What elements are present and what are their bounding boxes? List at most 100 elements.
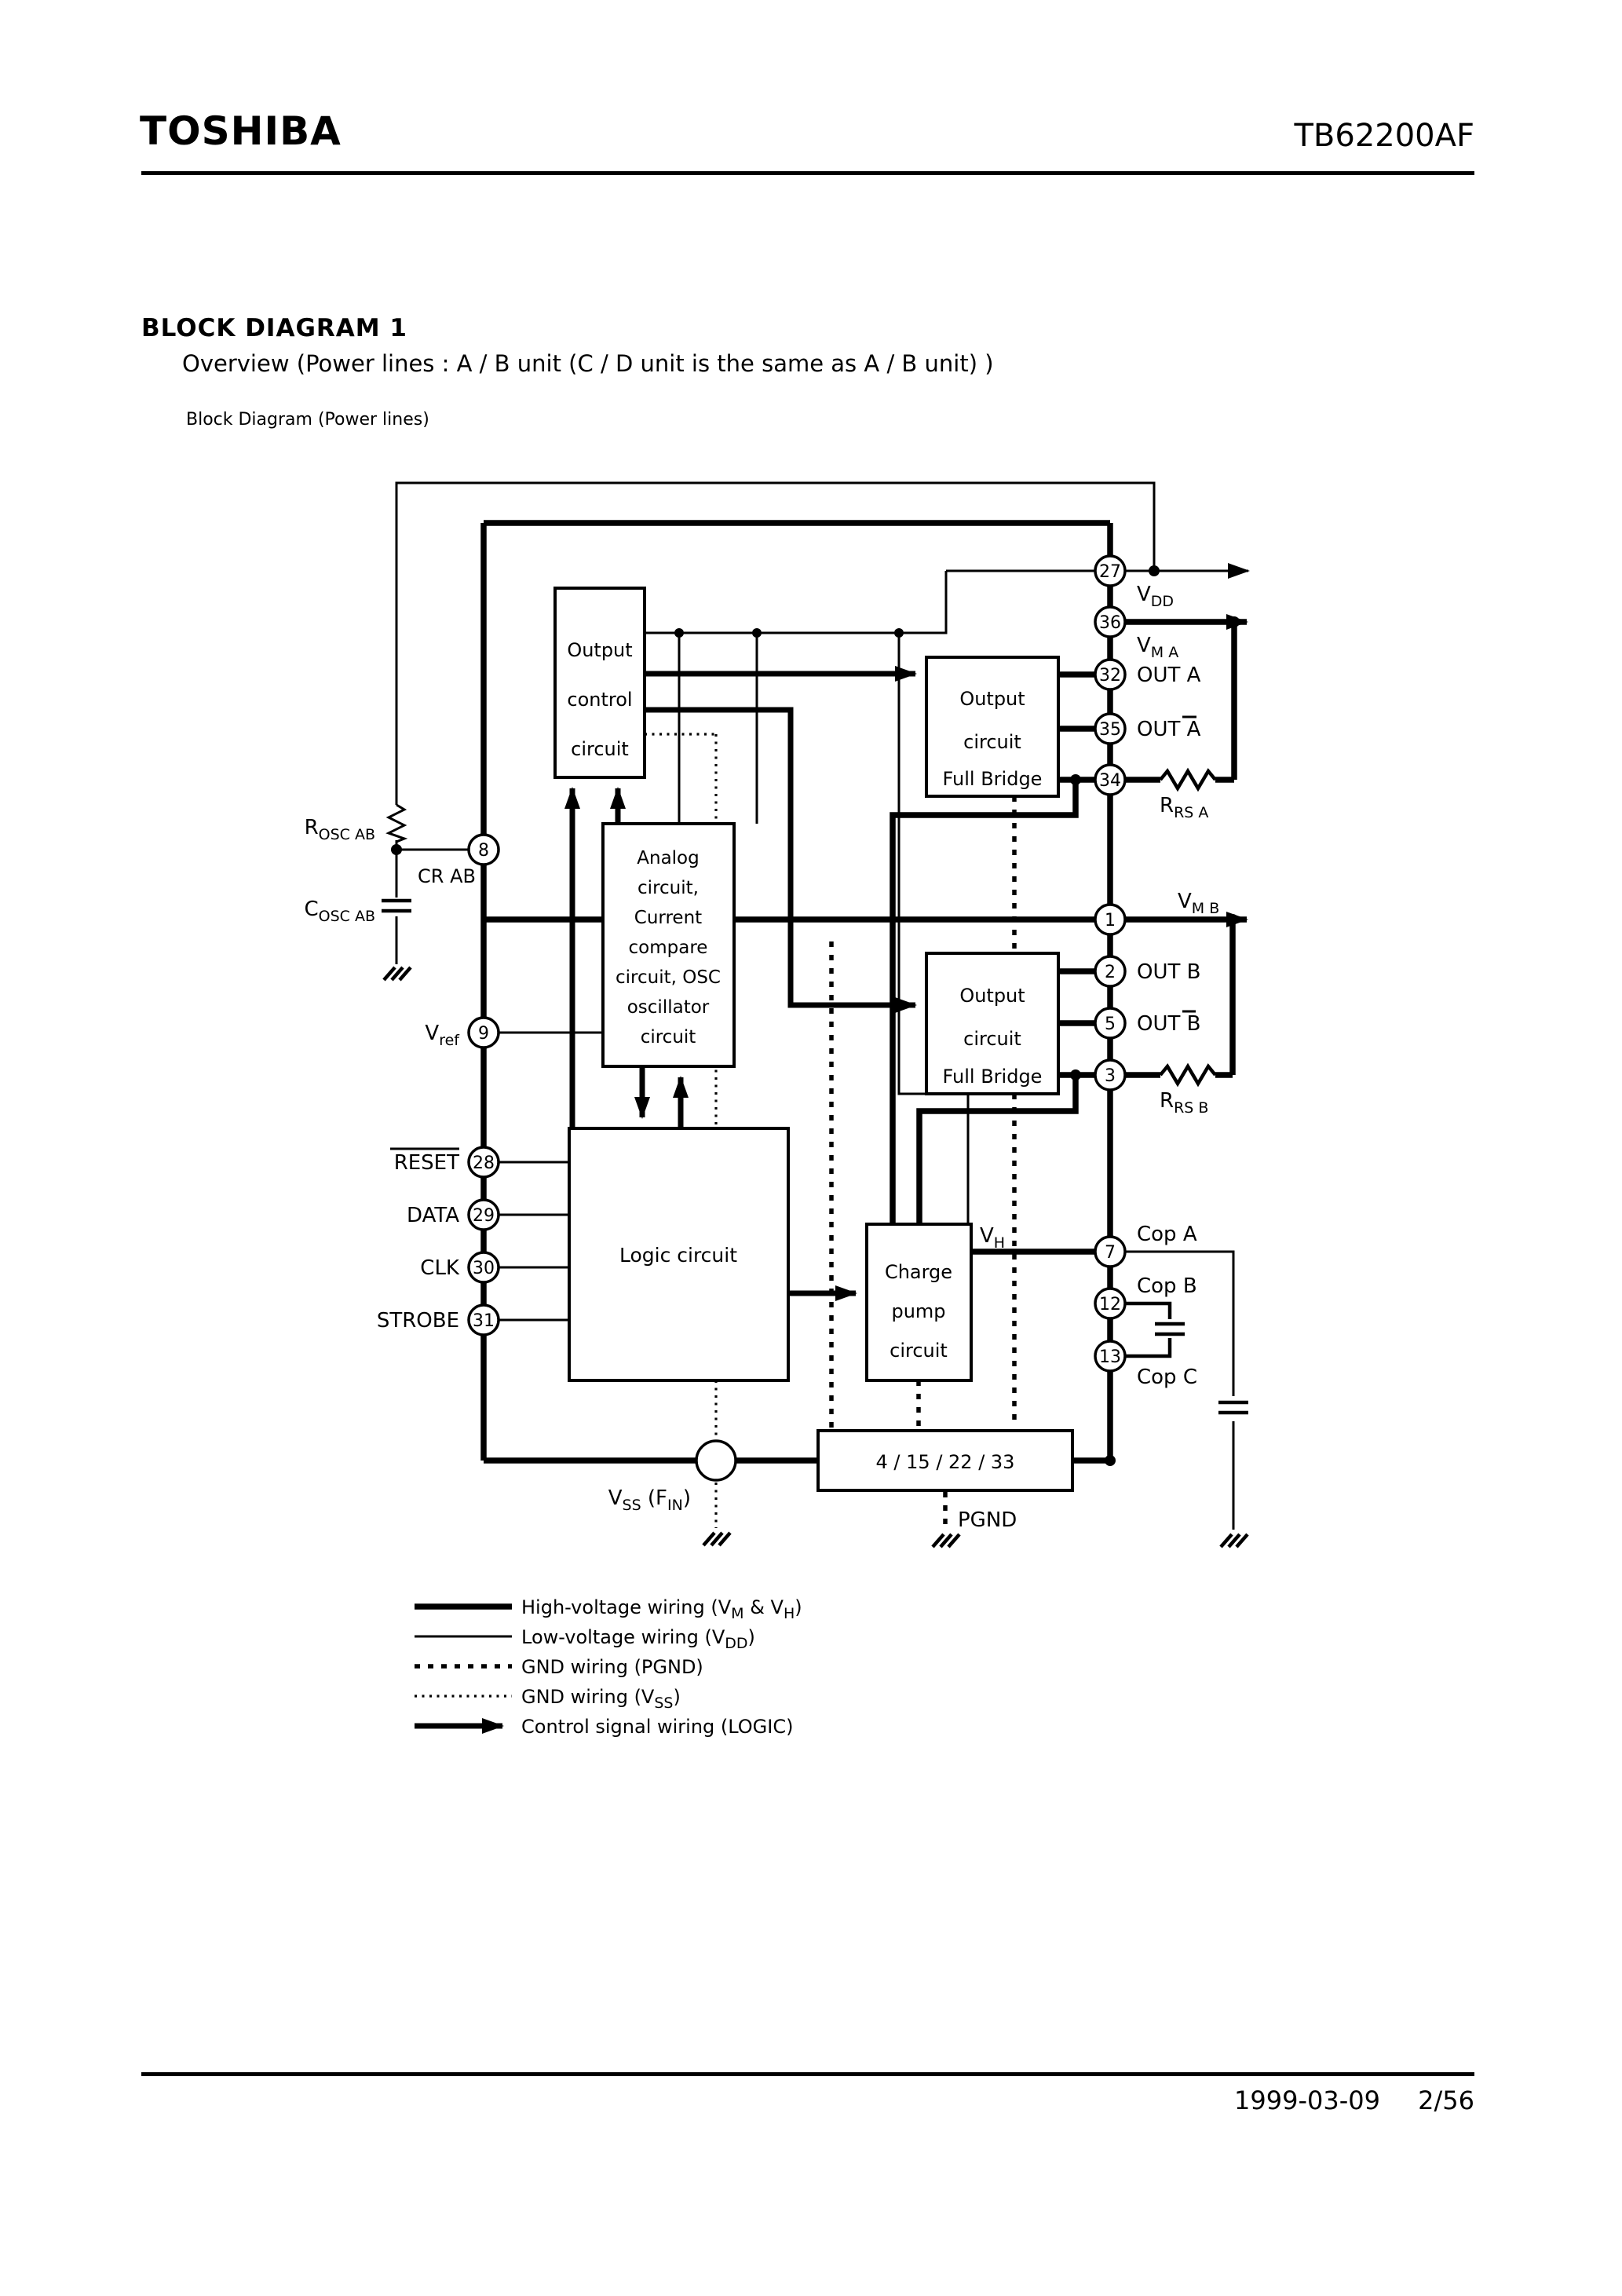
svg-text:STROBE: STROBE	[377, 1309, 459, 1333]
svg-text:27: 27	[1099, 562, 1121, 582]
footer-page: 2/56	[1418, 2086, 1474, 2115]
svg-text:OUT A: OUT A	[1137, 664, 1201, 687]
svg-text:RRS A: RRS A	[1160, 794, 1208, 821]
svg-text:DATA: DATA	[407, 1204, 459, 1227]
components	[382, 565, 1248, 1547]
pin-13: 13 Cop C	[1094, 1340, 1197, 1389]
svg-text:35: 35	[1099, 720, 1121, 740]
svg-text:Cop C: Cop C	[1137, 1366, 1197, 1389]
svg-text:5: 5	[1105, 1015, 1116, 1034]
legend-label-gnd-pgnd: GND wiring (PGND)	[521, 1656, 703, 1678]
wires-control-signal	[564, 666, 917, 1301]
capacitor-copa	[1218, 1400, 1248, 1415]
svg-text:OUT A: OUT A	[1137, 718, 1201, 741]
svg-text:8: 8	[478, 841, 489, 861]
svg-text:Output: Output	[567, 639, 632, 661]
junction-dot	[1229, 616, 1240, 627]
junction-dot	[894, 628, 904, 638]
vma-rail	[1125, 622, 1237, 783]
pin-12: 12 Cop B	[1094, 1274, 1197, 1320]
label-vh: VH	[980, 1224, 1005, 1252]
svg-text:Full Bridge: Full Bridge	[943, 1066, 1043, 1088]
fba-stubs	[1058, 671, 1095, 783]
sense-a-line	[890, 780, 1079, 1224]
svg-text:VM B: VM B	[1178, 890, 1219, 917]
junction-dot	[752, 628, 762, 638]
svg-text:13: 13	[1099, 1347, 1121, 1367]
svg-text:VDD: VDD	[1137, 583, 1174, 610]
legend: High-voltage wiring (VM & VH) Low-voltag…	[415, 1596, 802, 1738]
vdd-rail	[597, 571, 948, 634]
svg-text:RESET: RESET	[394, 1151, 459, 1175]
ground-copa	[1221, 1534, 1248, 1547]
svg-text:circuit: circuit	[571, 738, 629, 760]
svg-text:CR AB: CR AB	[418, 865, 476, 887]
ground-osc	[384, 967, 411, 980]
junction-dot	[391, 844, 402, 855]
svg-text:9: 9	[478, 1024, 489, 1044]
svg-text:29: 29	[473, 1206, 495, 1226]
footer-date: 1999-03-09	[1234, 2086, 1380, 2115]
svg-text:pump: pump	[891, 1300, 945, 1322]
block-pgnd-pins: 4 / 15 / 22 / 33	[816, 1429, 1074, 1492]
svg-text:Full Bridge: Full Bridge	[943, 768, 1043, 790]
pin-31: 31 STROBE	[377, 1303, 500, 1336]
wires-gnd-pgnd	[829, 796, 1017, 1530]
svg-text:31: 31	[473, 1311, 495, 1331]
pin-36: 36 VM A	[1094, 605, 1178, 661]
svg-text:7: 7	[1105, 1243, 1116, 1263]
svg-text:circuit: circuit	[890, 1340, 948, 1362]
vmb-rail	[1125, 919, 1236, 1078]
block-analog: Analog circuit, Current compare circuit,…	[601, 822, 736, 1068]
pin-27: 27 VDD	[1094, 554, 1174, 610]
resistor-rrs-a	[1159, 767, 1217, 792]
resistor-rrs-b	[1159, 1062, 1217, 1088]
svg-text:control: control	[567, 689, 632, 711]
svg-text:4 / 15 / 22 / 33: 4 / 15 / 22 / 33	[876, 1451, 1015, 1473]
ground-vss	[703, 1533, 730, 1545]
junction-dot	[1105, 1455, 1116, 1466]
svg-text:32: 32	[1099, 666, 1121, 686]
label-pgnd: PGND	[958, 1508, 1017, 1532]
block-full-bridge-a: Output circuit Full Bridge	[925, 656, 1060, 798]
part-number: TB62200AF	[1294, 118, 1475, 154]
pin-1: 1 VM B	[1094, 890, 1219, 936]
svg-text:Charge: Charge	[885, 1261, 952, 1283]
junction-dot	[674, 628, 684, 638]
svg-text:30: 30	[473, 1259, 495, 1278]
svg-text:circuit: circuit	[641, 1027, 696, 1047]
svg-text:VSS (FIN): VSS (FIN)	[608, 1486, 691, 1514]
capacitor-copbc	[1155, 1322, 1185, 1336]
vdd-outer-loop	[395, 481, 1156, 805]
resistor-rosc	[385, 803, 408, 843]
label-rosc: ROSC AB	[305, 816, 375, 843]
ground-pgnd	[933, 1534, 959, 1547]
header-rule	[141, 171, 1474, 175]
svg-text:OUT B: OUT B	[1137, 960, 1200, 984]
sense-b-line	[916, 1075, 1079, 1224]
fbb-stubs	[1058, 968, 1095, 1078]
legend-label-control: Control signal wiring (LOGIC)	[521, 1716, 793, 1738]
pin-30: 30 CLK	[420, 1251, 500, 1284]
svg-text:2: 2	[1105, 963, 1116, 982]
brand-logo: TOSHIBA	[140, 108, 342, 154]
block-logic: Logic circuit	[568, 1127, 790, 1382]
svg-text:Current: Current	[634, 908, 702, 928]
junction-dot	[1070, 1069, 1081, 1080]
ctl-outctl-to-fbb	[645, 707, 917, 1013]
footer: 1999-03-09 2/56	[1204, 2086, 1474, 2115]
svg-text:36: 36	[1099, 613, 1121, 633]
pin-2: 2 OUT B	[1094, 955, 1200, 988]
svg-text:circuit: circuit	[963, 731, 1021, 753]
junction-dot	[1227, 914, 1238, 925]
svg-text:circuit,: circuit,	[637, 878, 699, 898]
svg-text:34: 34	[1099, 771, 1121, 791]
svg-text:Logic circuit: Logic circuit	[619, 1244, 737, 1267]
pin-34: 34 RRS A	[1094, 763, 1208, 821]
legend-label-gnd-vss: GND wiring (VSS)	[521, 1686, 681, 1712]
svg-text:circuit: circuit	[963, 1028, 1021, 1050]
svg-text:3: 3	[1105, 1066, 1116, 1086]
pin-vss: VSS (FIN)	[608, 1439, 737, 1514]
